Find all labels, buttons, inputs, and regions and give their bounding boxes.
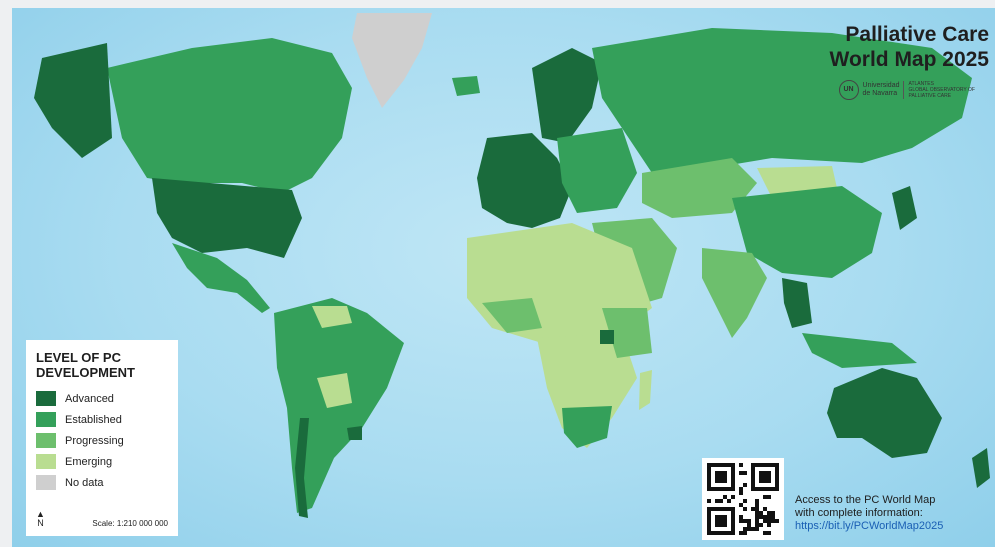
access-url-link[interactable]: https://bit.ly/PCWorldMap2025 <box>795 520 944 532</box>
legend-panel: LEVEL OF PC DEVELOPMENT Advanced Establi… <box>26 340 178 536</box>
region-madagascar <box>639 370 652 410</box>
region-east-africa <box>602 308 652 358</box>
legend-item-progressing: Progressing <box>36 430 168 451</box>
logo-divider <box>903 81 905 99</box>
unit-line3: PALLIATIVE CARE <box>908 93 952 99</box>
legend-item-emerging: Emerging <box>36 451 168 472</box>
region-eastern-europe <box>557 128 637 213</box>
legend-item-advanced: Advanced <box>36 388 168 409</box>
legend-label: Progressing <box>65 434 124 447</box>
scale-label: Scale: 1:210 000 000 <box>92 519 168 528</box>
region-russia <box>592 28 972 173</box>
access-info: Access to the PC World Map with complete… <box>795 494 943 533</box>
unit-line2: GLOBAL OBSERVATORY OF <box>908 87 975 93</box>
legend-title: LEVEL OF PC DEVELOPMENT <box>36 350 135 380</box>
map-title-line1: Palliative Care <box>845 23 989 46</box>
region-bolivia <box>317 373 352 408</box>
legend-swatch <box>36 475 56 490</box>
legend-swatch <box>36 433 56 448</box>
university-name-line1: Universidad <box>862 82 900 89</box>
region-canada <box>107 38 352 193</box>
legend-item-no-data: No data <box>36 472 168 493</box>
access-line1: Access to the PC World Map <box>795 494 936 506</box>
region-uruguay <box>347 426 362 440</box>
region-mexico <box>172 243 270 313</box>
legend-label: Emerging <box>65 455 113 468</box>
region-india <box>702 248 767 338</box>
region-central-africa <box>537 333 637 448</box>
region-iceland <box>452 76 480 96</box>
university-seal-icon: UN <box>838 80 859 100</box>
region-chile <box>295 418 309 518</box>
legend-item-established: Established <box>36 409 168 430</box>
university-name-line2: de Navarra <box>862 90 898 97</box>
region-uganda <box>600 330 614 344</box>
region-australia <box>827 368 942 458</box>
north-label: N <box>37 518 44 528</box>
qr-code[interactable] <box>702 458 784 540</box>
region-new-zealand <box>972 448 990 488</box>
region-greenland <box>352 13 432 108</box>
legend-label: Established <box>65 413 122 426</box>
region-usa <box>152 178 302 258</box>
legend-label: Advanced <box>65 392 114 405</box>
unit-line1: ATLANTES <box>908 81 934 87</box>
legend-swatch <box>36 454 56 469</box>
region-central-asia <box>642 158 757 218</box>
region-alaska <box>34 43 112 158</box>
north-arrow-icon: ▲ N <box>36 509 45 528</box>
region-japan <box>892 186 917 230</box>
region-scandinavia <box>532 48 602 143</box>
legend-label: No data <box>65 476 104 489</box>
region-venezuela <box>312 306 352 328</box>
region-south-africa <box>562 406 612 448</box>
region-indonesia <box>802 333 917 368</box>
map-title: Palliative Care World Map 2025 <box>830 22 990 72</box>
access-line2: with complete information: <box>795 507 923 519</box>
region-china <box>732 186 882 278</box>
university-logo: UN Universidad de Navarra ATLANTES GLOBA… <box>838 80 975 100</box>
map-canvas <box>34 13 990 518</box>
region-western-europe <box>477 133 572 228</box>
legend-swatch <box>36 412 56 427</box>
legend-footer: ▲ N Scale: 1:210 000 000 <box>36 509 168 529</box>
legend-swatch <box>36 391 56 406</box>
region-se-asia <box>782 278 812 328</box>
region-west-africa <box>482 298 542 333</box>
qr-code-icon <box>707 463 779 535</box>
map-title-line2: World Map 2025 <box>829 48 990 71</box>
